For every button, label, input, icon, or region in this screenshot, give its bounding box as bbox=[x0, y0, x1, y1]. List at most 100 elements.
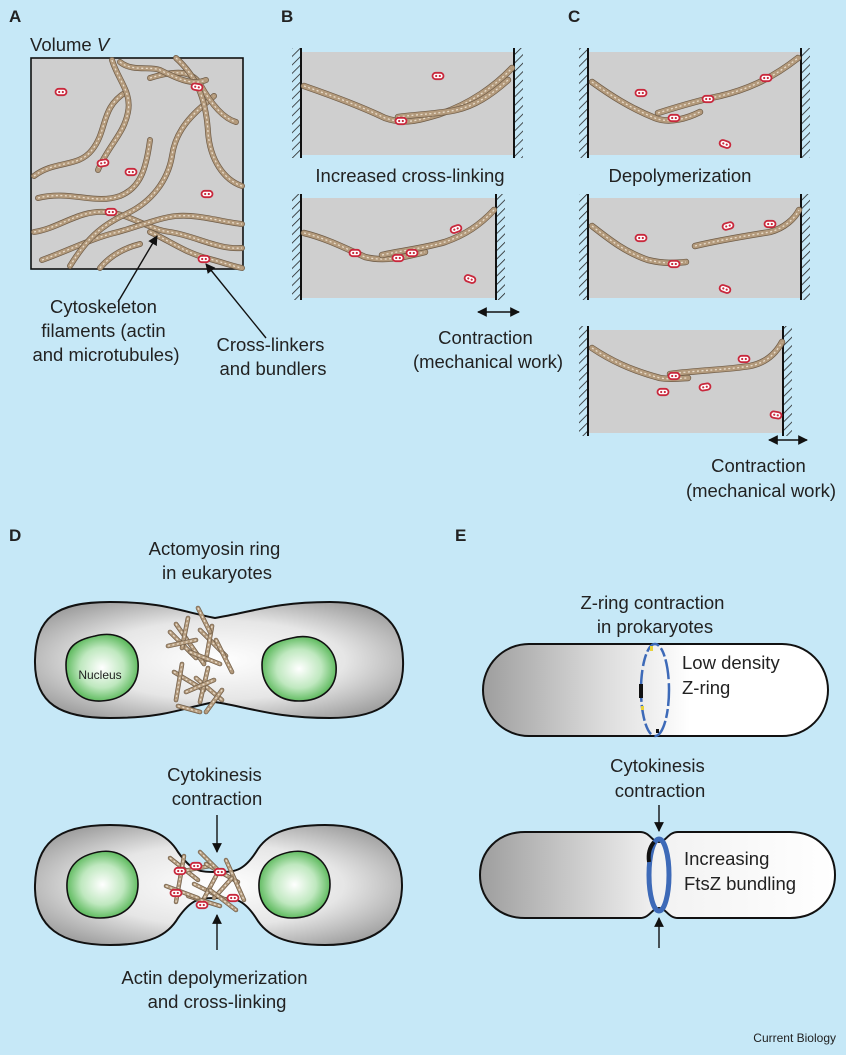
crosslinker bbox=[763, 219, 777, 229]
crosslinkers-label: Cross-linkers and bundlers bbox=[216, 334, 329, 379]
volume-label: Volume V bbox=[30, 34, 111, 55]
filaments-b1 bbox=[300, 64, 516, 125]
crosslinker bbox=[197, 254, 211, 264]
filament-texture bbox=[193, 883, 227, 901]
panel-c: Depolymerization Contraction (mechanical… bbox=[579, 48, 836, 501]
z-ring-segment bbox=[646, 840, 656, 863]
crosslinker bbox=[667, 371, 681, 381]
nucleus-left-top bbox=[65, 633, 139, 702]
filament-texture bbox=[185, 679, 215, 693]
filament-texture bbox=[69, 95, 215, 267]
z-ring-segment bbox=[639, 684, 643, 698]
crosslinker bbox=[667, 113, 681, 123]
contraction-label-c: Contraction (mechanical work) bbox=[686, 455, 836, 501]
filament-texture bbox=[205, 689, 223, 713]
actomyosin-ring-filaments bbox=[165, 605, 235, 715]
filament-texture bbox=[167, 639, 197, 647]
filament-texture bbox=[209, 889, 237, 911]
filament-texture bbox=[694, 209, 800, 247]
z-ring-segment bbox=[656, 729, 659, 733]
crosslinker bbox=[701, 94, 715, 104]
filament-texture bbox=[199, 667, 209, 703]
z-ring-segment bbox=[641, 706, 644, 710]
volume-prefix: Volume bbox=[30, 34, 92, 55]
filaments-label: Cytoskeleton filaments (actin and microt… bbox=[32, 296, 179, 365]
crosslinker bbox=[737, 354, 751, 364]
crosslinker bbox=[190, 81, 204, 93]
filament-texture bbox=[33, 91, 127, 177]
cytokinesis-caption-e: Cytokinesis contraction bbox=[610, 755, 710, 801]
box-c3 bbox=[588, 330, 783, 433]
crosslinker bbox=[405, 248, 419, 258]
crosslinker bbox=[124, 167, 138, 177]
wall-b1-left bbox=[292, 48, 301, 158]
crosslinker bbox=[656, 387, 670, 397]
filament-texture bbox=[169, 857, 199, 881]
filament-texture bbox=[97, 59, 130, 171]
crosslinker bbox=[634, 88, 648, 98]
box-b2 bbox=[301, 198, 496, 298]
filament-texture bbox=[381, 209, 495, 256]
wall-b2-right bbox=[496, 194, 505, 300]
panel-label-b: B bbox=[281, 7, 293, 26]
crosslinker-pointer-arrow bbox=[205, 263, 267, 339]
filament-texture bbox=[591, 225, 687, 264]
crosslinker bbox=[104, 207, 118, 217]
filaments-c3 bbox=[588, 338, 786, 383]
panel-label-c: C bbox=[568, 7, 580, 26]
crosslinker bbox=[759, 73, 773, 83]
actomyosin-ring-caption: Actomyosin ring in eukaryotes bbox=[149, 538, 286, 583]
filament-texture bbox=[303, 232, 426, 260]
nucleus-right-top bbox=[261, 635, 337, 702]
panel-d: Actomyosin ring in eukaryotes Nucleus Cy… bbox=[33, 538, 405, 1012]
filament-texture bbox=[303, 67, 513, 123]
crosslinker bbox=[195, 900, 209, 910]
z-ring-bundled bbox=[646, 836, 672, 914]
crosslinker bbox=[394, 116, 408, 126]
z-ring-low-density bbox=[639, 642, 671, 738]
panel-a: Volume V Cytoskeleton filaments (actin a… bbox=[30, 34, 329, 379]
filament-texture bbox=[175, 663, 183, 701]
filament-texture bbox=[177, 705, 201, 713]
filament-texture bbox=[175, 57, 243, 187]
bacterial-cell-dividing bbox=[478, 831, 837, 919]
panel-label-a: A bbox=[9, 7, 21, 26]
filament-texture bbox=[175, 855, 185, 903]
nucleus-left-bottom bbox=[66, 850, 139, 919]
filament-texture bbox=[199, 629, 227, 657]
panel-label-e: E bbox=[455, 526, 466, 545]
filament-texture bbox=[591, 81, 701, 122]
z-ring-caption: Z-ring contraction in prokaryotes bbox=[580, 592, 729, 637]
crosslinker bbox=[431, 71, 445, 81]
nucleus-right-bottom bbox=[258, 850, 331, 919]
panel-e: Z-ring contraction in prokaryotes Low de… bbox=[478, 592, 837, 948]
filament-texture bbox=[669, 341, 783, 375]
crosslinker bbox=[169, 888, 183, 898]
filament-texture bbox=[37, 139, 151, 200]
filament-texture bbox=[119, 61, 207, 83]
cytokinesis-caption-d: Cytokinesis contraction bbox=[167, 764, 267, 809]
filament-pointer-arrow bbox=[117, 235, 158, 303]
filament-texture bbox=[397, 79, 509, 118]
crosslinker bbox=[391, 253, 405, 263]
filament-texture bbox=[215, 639, 233, 673]
filament-texture bbox=[165, 885, 199, 899]
filament-texture bbox=[189, 651, 221, 665]
crosslinker bbox=[348, 248, 362, 258]
crosslinker bbox=[173, 866, 187, 876]
depolymerization-label: Depolymerization bbox=[609, 165, 752, 186]
crosslinker bbox=[200, 189, 214, 199]
filament-texture bbox=[99, 243, 141, 269]
filaments-c1 bbox=[588, 54, 802, 124]
wall-b1-right bbox=[514, 48, 523, 158]
bundling-label: Increasing FtsZ bundling bbox=[684, 848, 796, 894]
filament-texture bbox=[41, 215, 243, 261]
wall-b2-left bbox=[292, 194, 301, 300]
crosslinker bbox=[189, 861, 203, 871]
nucleus-label: Nucleus bbox=[78, 668, 121, 682]
crosslinker bbox=[634, 233, 648, 243]
filament-texture bbox=[199, 851, 223, 875]
crosslinker bbox=[698, 381, 712, 393]
crosslinker bbox=[54, 87, 68, 97]
